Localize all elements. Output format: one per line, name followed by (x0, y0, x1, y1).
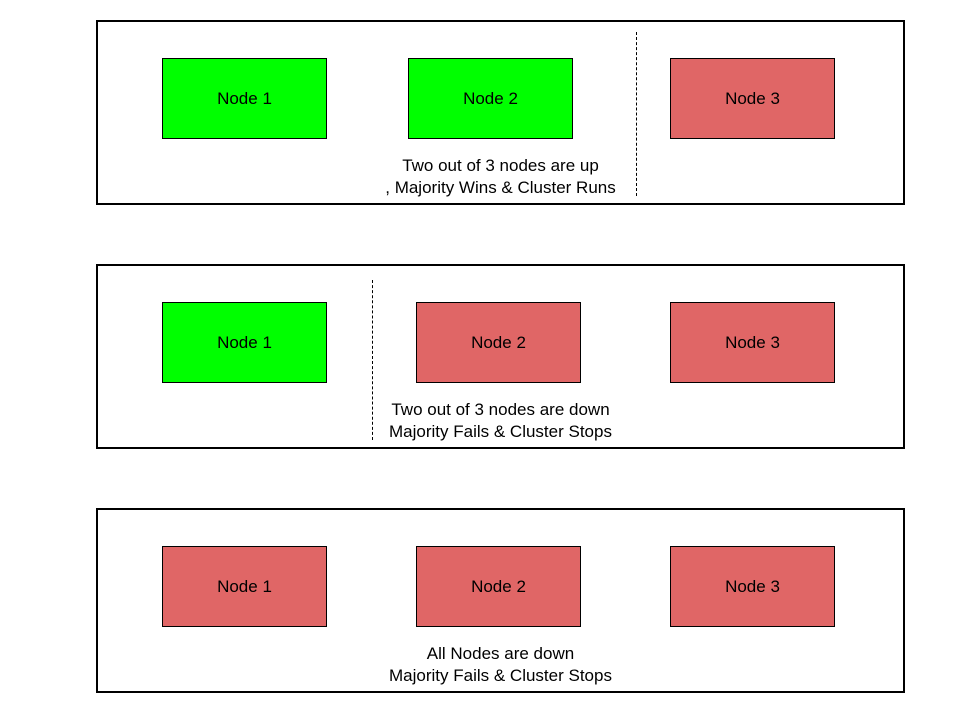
caption-line-1: All Nodes are down (426, 644, 575, 663)
node-3-box: Node 3 (670, 58, 835, 139)
caption-line-2: Majority Fails & Cluster Stops (389, 666, 612, 685)
node-2-box: Node 2 (408, 58, 573, 139)
caption-line-1: Two out of 3 nodes are up (402, 156, 599, 175)
scenario-panel-1: Node 1 Node 2 Node 3 Two out of 3 nodes … (96, 20, 905, 205)
node-3-box: Node 3 (670, 302, 835, 383)
node-3-box: Node 3 (670, 546, 835, 627)
caption-line-1: Two out of 3 nodes are down (391, 400, 610, 419)
scenario-caption: All Nodes are down Majority Fails & Clus… (98, 643, 903, 687)
scenario-caption: Two out of 3 nodes are down Majority Fai… (98, 399, 903, 443)
partition-line (636, 32, 637, 196)
node-1-box: Node 1 (162, 546, 327, 627)
partition-line (372, 280, 373, 440)
scenario-panel-2: Node 1 Node 2 Node 3 Two out of 3 nodes … (96, 264, 905, 449)
node-1-box: Node 1 (162, 58, 327, 139)
node-1-box: Node 1 (162, 302, 327, 383)
node-2-box: Node 2 (416, 546, 581, 627)
node-2-box: Node 2 (416, 302, 581, 383)
scenario-caption: Two out of 3 nodes are up , Majority Win… (98, 155, 903, 199)
caption-line-2: Majority Fails & Cluster Stops (389, 422, 612, 441)
caption-line-2: , Majority Wins & Cluster Runs (385, 178, 616, 197)
scenario-panel-3: Node 1 Node 2 Node 3 All Nodes are down … (96, 508, 905, 693)
